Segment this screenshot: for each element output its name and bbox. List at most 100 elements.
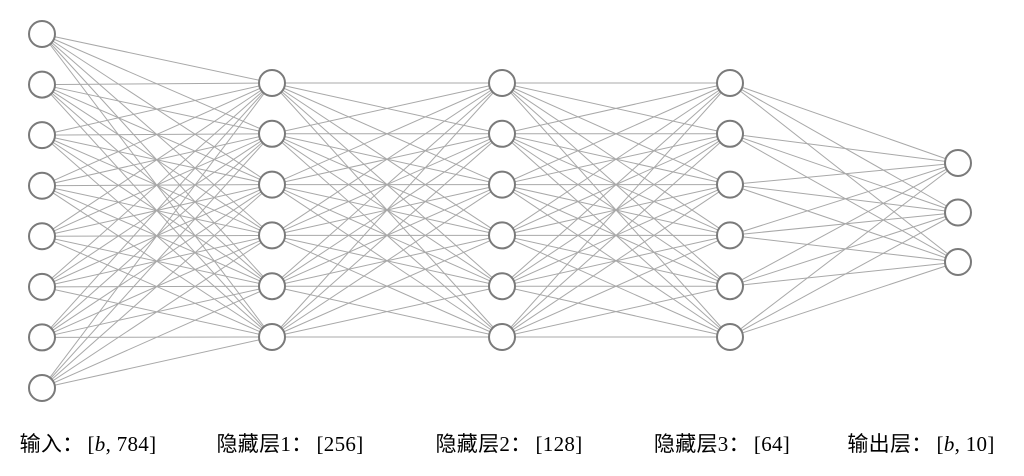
connection-edge: [41, 82, 273, 237]
layer-title: 输出层：: [847, 432, 933, 456]
layer-title: 隐藏层1：: [216, 432, 313, 456]
shape-open-bracket: [: [936, 432, 944, 456]
connection-edge: [729, 133, 959, 164]
connection-edge: [501, 285, 731, 338]
connection-edge: [729, 133, 959, 263]
neuron-node-hidden2: [488, 170, 516, 199]
connection-edge: [729, 162, 959, 287]
connection-edge: [41, 82, 273, 338]
connection-edge: [501, 82, 731, 135]
connection-edge: [41, 234, 273, 389]
neuron-node-input: [28, 70, 56, 99]
connection-edge: [41, 82, 273, 389]
layer-label-hidden2: 隐藏层2：[128]: [436, 431, 583, 457]
neuron-node-input: [28, 121, 56, 150]
layer-label-output: 输出层：[b, 10]: [847, 431, 994, 457]
connection-edge: [501, 184, 731, 338]
connection-edge: [729, 261, 959, 338]
connection-edge: [41, 82, 273, 187]
neuron-node-input: [28, 374, 56, 402]
connection-edge: [41, 285, 273, 389]
connection-edge: [41, 82, 273, 288]
layer-title: 输入：: [19, 432, 84, 456]
batch-var: b: [943, 432, 955, 456]
connection-edge: [501, 82, 731, 186]
neuron-node-hidden2: [488, 272, 516, 301]
connection-edge: [41, 33, 273, 84]
neuron-node-input: [28, 272, 56, 301]
connection-edge: [41, 184, 273, 389]
connection-edge: [729, 212, 959, 338]
neuron-node-hidden3: [716, 221, 744, 250]
connection-edge: [729, 82, 959, 263]
layer-title: 隐藏层3：: [653, 432, 750, 456]
layer-title: 隐藏层2：: [435, 432, 532, 456]
connection-edge: [729, 133, 959, 213]
connection-edge: [41, 82, 273, 136]
connection-edge: [271, 234, 503, 338]
connection-edge: [729, 162, 959, 186]
shape-open-bracket: [: [535, 432, 543, 456]
connection-edge: [729, 184, 959, 263]
neuron-node-input: [28, 20, 56, 48]
neuron-node-hidden1: [258, 69, 286, 97]
connection-edge: [271, 184, 503, 338]
neuron-node-hidden1: [258, 119, 286, 148]
neuron-node-hidden2: [488, 69, 516, 97]
connection-edge: [501, 82, 731, 287]
shape-open-bracket: [: [316, 432, 324, 456]
batch-var: b: [94, 432, 106, 456]
connection-edge: [729, 261, 959, 287]
connection-edge: [271, 133, 503, 338]
connection-edge: [41, 133, 273, 389]
neuron-node-hidden1: [258, 272, 286, 301]
neuron-node-input: [28, 171, 56, 200]
neuron-node-hidden3: [716, 119, 744, 148]
connection-edge: [271, 82, 503, 338]
neuron-node-hidden2: [488, 323, 516, 351]
neuron-node-output: [944, 248, 972, 276]
neuron-node-hidden2: [488, 221, 516, 250]
connection-edge: [501, 234, 731, 338]
connection-edge: [729, 162, 959, 338]
connection-edge: [729, 162, 959, 236]
connection-edge: [729, 212, 959, 287]
connection-edge: [271, 285, 503, 338]
connection-edge: [271, 82, 503, 186]
connection-edge: [501, 133, 731, 338]
neuron-node-hidden2: [488, 119, 516, 148]
shape-open-bracket: [: [753, 432, 762, 456]
layer-label-input: 输入：[b, 784]: [20, 431, 157, 457]
connection-edge: [41, 82, 273, 86]
connection-edge: [271, 82, 503, 236]
connection-edge: [501, 82, 731, 338]
shape-dims: 256]: [323, 432, 364, 456]
neuron-node-output: [944, 198, 972, 227]
neuron-node-hidden3: [716, 323, 744, 351]
connection-edge: [729, 234, 959, 263]
neuron-node-input: [28, 222, 56, 251]
shape-dims: 128]: [542, 432, 583, 456]
connection-edge: [729, 212, 959, 236]
neuron-node-hidden3: [716, 69, 744, 97]
shape-dims: , 784]: [105, 432, 157, 456]
layer-label-hidden3: 隐藏层3：[64]: [654, 431, 790, 457]
shape-open-bracket: [: [87, 432, 95, 456]
neuron-node-hidden3: [716, 272, 744, 301]
neuron-node-hidden1: [258, 323, 286, 351]
connection-edge: [729, 82, 959, 164]
neuron-node-output: [944, 149, 972, 177]
shape-dims: , 10]: [954, 432, 995, 456]
neuron-node-hidden1: [258, 170, 286, 199]
connection-edge: [729, 82, 959, 213]
neuron-node-input: [28, 323, 56, 352]
shape-dims: 64]: [761, 432, 791, 456]
connection-edge: [501, 82, 731, 236]
connection-edge: [729, 184, 959, 213]
neuron-node-hidden3: [716, 170, 744, 199]
connection-edge: [271, 82, 503, 135]
neuron-node-hidden1: [258, 221, 286, 250]
connection-edge: [41, 336, 273, 389]
